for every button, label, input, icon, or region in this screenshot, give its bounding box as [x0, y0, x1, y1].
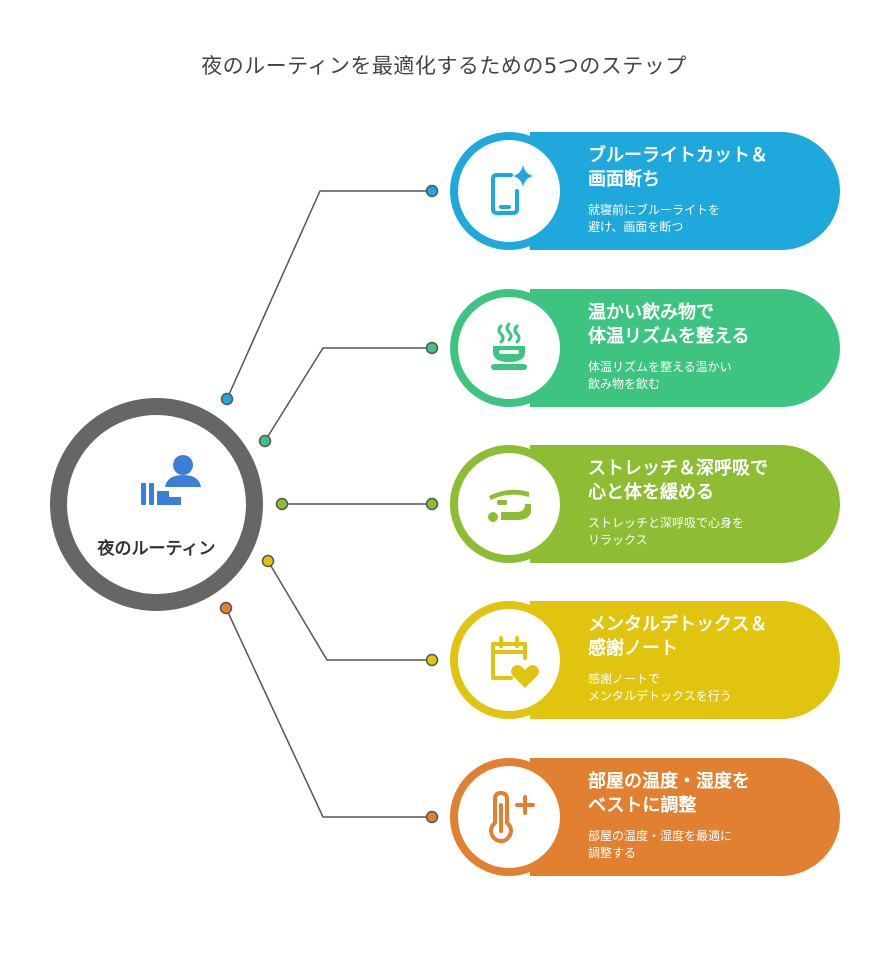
connector-line-4	[267, 560, 432, 661]
step-5-card	[530, 758, 840, 876]
step-3-title: ストレッチ＆深呼吸で 心と体を緩める	[588, 458, 768, 503]
calendar-heart-icon	[491, 636, 539, 688]
diagram-title: 夜のルーティンを最適化するための5つのステップ	[201, 54, 687, 78]
step-2-title: 温かい飲み物で 体温リズムを整える	[588, 302, 750, 347]
step-3-icon-ring	[450, 445, 568, 563]
step-1-icon-ring	[450, 132, 568, 250]
step-1: ブルーライトカット＆ 画面断ち 就寝前にブルーライトを 避け、画面を断つ	[450, 132, 840, 250]
connector-line-2	[264, 347, 432, 442]
step-4-icon-ring	[450, 601, 568, 719]
connector-dot-5-step	[425, 810, 439, 824]
step-2-card	[530, 289, 840, 407]
connector-line-1	[226, 190, 432, 400]
connector-dot-1-hub	[220, 392, 234, 406]
step-3-card	[530, 445, 840, 563]
hub-label: 夜のルーティン	[97, 539, 216, 559]
person-resting-icon	[141, 455, 201, 505]
connector-dot-3-hub	[275, 497, 289, 511]
step-4-description: 感謝ノートで メンタルデトックスを行う	[588, 672, 732, 703]
step-4: メンタルデトックス＆ 感謝ノート 感謝ノートで メンタルデトックスを行う	[450, 601, 840, 719]
step-4-title: メンタルデトックス＆ 感謝ノート	[588, 614, 768, 659]
step-5-description: 部屋の温度・湿度を最適に 調整する	[588, 829, 733, 860]
hot-drink-icon	[491, 322, 527, 370]
step-4-card	[530, 601, 840, 719]
stretching-icon	[488, 489, 531, 522]
connector-dot-2-hub	[258, 434, 272, 448]
connector-dot-5-hub	[219, 601, 233, 615]
step-5: 部屋の温度・湿度を ベストに調整 部屋の温度・湿度を最適に 調整する	[450, 758, 840, 876]
connector-dot-3-step	[425, 497, 439, 511]
step-2: 温かい飲み物で 体温リズムを整える 体温リズムを整える温かい 飲み物を飲む	[450, 289, 840, 407]
smartphone-sparkle-icon	[491, 165, 533, 215]
step-1-title: ブルーライトカット＆ 画面断ち	[588, 145, 768, 190]
central-hub: 夜のルーティン	[50, 398, 263, 611]
step-5-title: 部屋の温度・湿度を ベストに調整	[588, 771, 750, 816]
connector-line-5	[225, 607, 432, 818]
step-2-description: 体温リズムを整える温かい 飲み物を飲む	[588, 360, 732, 391]
step-3: ストレッチ＆深呼吸で 心と体を緩める ストレッチと深呼吸で心身を リラックス	[450, 445, 840, 563]
step-3-description: ストレッチと深呼吸で心身を リラックス	[588, 516, 745, 547]
connector-dot-1-step	[425, 184, 439, 198]
step-1-description: 就寝前にブルーライトを 避け、画面を断つ	[588, 203, 721, 234]
step-1-card	[530, 132, 840, 250]
step-2-icon-ring	[450, 289, 568, 407]
connector-dot-2-step	[425, 341, 439, 355]
connector-dot-4-hub	[261, 554, 275, 568]
connector-dot-4-step	[425, 653, 439, 667]
thermometer-plus-icon	[489, 790, 535, 844]
step-5-icon-ring	[450, 758, 568, 876]
